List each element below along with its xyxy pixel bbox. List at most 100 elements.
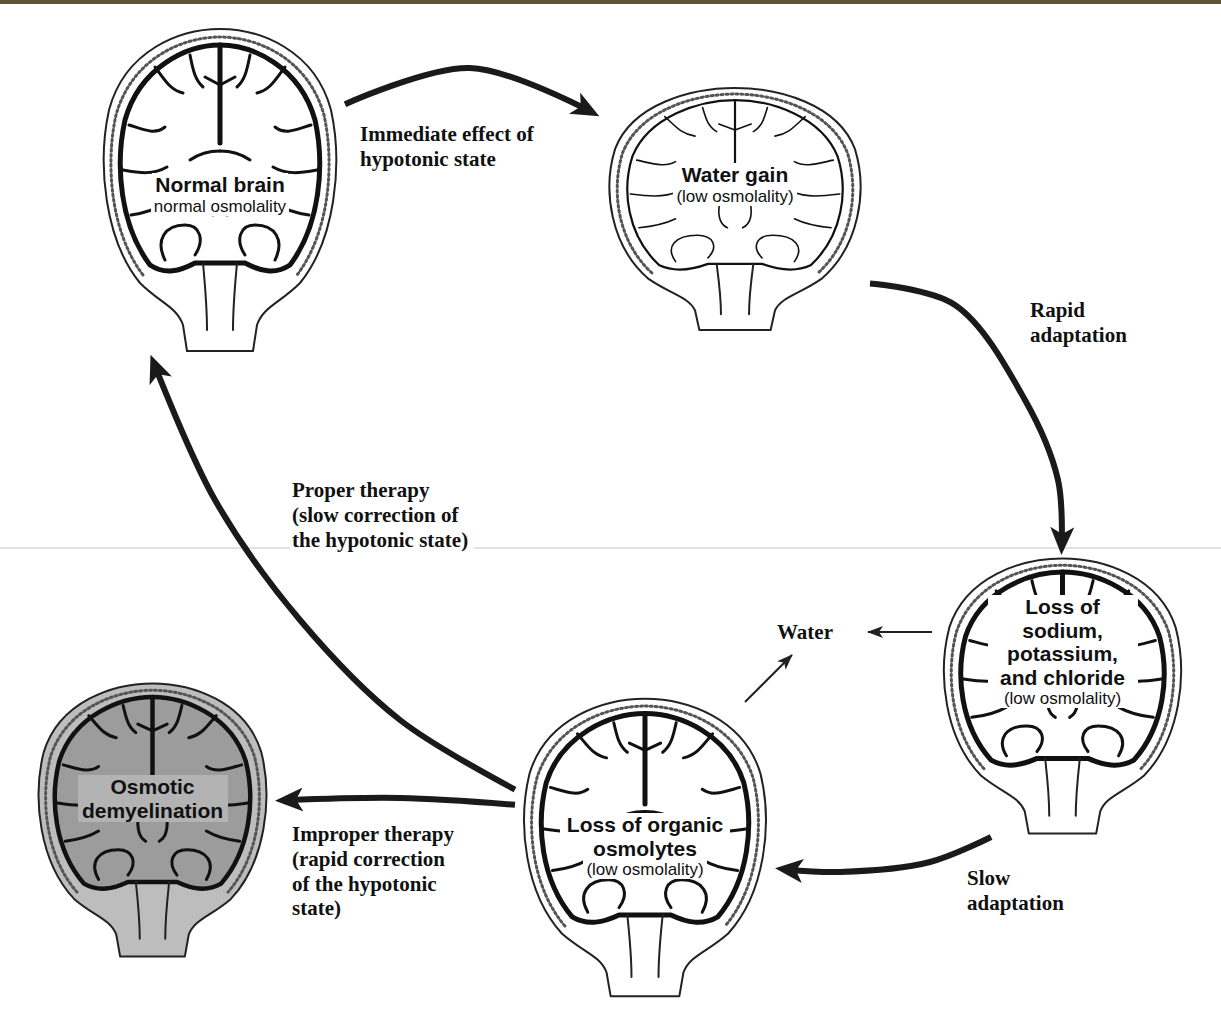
brain-part — [95, 850, 133, 880]
brain-part — [735, 124, 751, 130]
brain-part — [153, 724, 168, 731]
brain-part — [794, 219, 831, 228]
brain-node: Loss of organic osmolytes(low osmolality… — [515, 695, 775, 1000]
brain-part — [220, 77, 235, 85]
brain-half — [735, 108, 840, 315]
node-text-box: Loss of sodium, potassium, and chloride(… — [988, 595, 1138, 708]
brain-part — [1002, 726, 1042, 756]
brain-part — [257, 67, 285, 93]
node-subtext: (low osmolality) — [1001, 689, 1124, 708]
brain-part — [794, 160, 833, 165]
brain-part — [719, 124, 735, 130]
brain-part — [617, 94, 853, 273]
brain-part — [609, 88, 860, 330]
brain-part — [169, 705, 182, 732]
brain-part — [111, 37, 329, 275]
node-heading: Osmotic demyelination — [78, 775, 228, 822]
scan-line — [0, 548, 1221, 549]
brain-part — [645, 743, 661, 750]
brain-part — [702, 787, 739, 793]
brain-part — [944, 558, 1181, 833]
text-row: Normal brain — [120, 173, 320, 197]
brain-part — [63, 765, 98, 770]
brain-part — [65, 831, 98, 841]
node-text-box: Water gain(low osmolality) — [635, 163, 835, 206]
top-bar — [0, 0, 1221, 4]
brain-part — [233, 263, 237, 330]
text-row: (low osmolality) — [635, 187, 835, 206]
brain-part — [129, 125, 165, 131]
node-text-box: Loss of organic osmolytes(low osmolality… — [560, 813, 730, 879]
brain-part — [240, 225, 279, 260]
brain-part — [630, 192, 678, 196]
brain-part — [172, 850, 210, 880]
brain-part — [524, 699, 766, 997]
brain-part — [683, 734, 712, 758]
node-subtext: (low osmolality) — [583, 860, 706, 879]
brain-part — [792, 192, 840, 196]
arrow-connector — [287, 798, 515, 805]
brain-part — [643, 713, 648, 804]
brain-part — [665, 117, 695, 137]
brain-part — [663, 723, 677, 753]
brain-part — [55, 697, 250, 889]
brain-part — [627, 915, 631, 977]
brain-part — [532, 706, 759, 926]
brain-part — [753, 108, 767, 132]
brain-part — [951, 565, 1173, 768]
brain-part — [206, 831, 239, 841]
brain-half — [57, 705, 152, 938]
brain-node: Osmotic demyelination — [30, 680, 275, 960]
text-row: Loss of organic osmolytes — [560, 813, 730, 860]
free-label: Water — [775, 620, 835, 645]
text-row: Loss of sodium, potassium, and chloride — [988, 595, 1138, 689]
text-row: (low osmolality) — [560, 860, 730, 879]
arrow-connector — [345, 68, 589, 111]
brain-part — [237, 55, 250, 87]
brain-part — [639, 219, 676, 228]
brain-part — [1076, 758, 1080, 815]
brain-part — [189, 716, 216, 738]
brain-half — [153, 705, 248, 938]
node-text-box: Osmotic demyelination — [78, 775, 228, 822]
brain-part — [584, 880, 625, 912]
text-row: (low osmolality) — [988, 689, 1138, 708]
arrow-label: Proper therapy (slow correction of the h… — [290, 478, 474, 552]
brain-part — [749, 264, 753, 314]
brain-part — [190, 55, 203, 87]
node-heading: Loss of sodium, potassium, and chloride — [988, 595, 1138, 689]
brain-part — [220, 151, 250, 160]
brain-node: Normal brainnormal osmolality — [95, 25, 345, 355]
brain-part — [150, 697, 155, 780]
brain-part — [972, 707, 1007, 717]
text-row: Osmotic demyelination — [78, 775, 228, 822]
brain-part — [1083, 726, 1123, 756]
brain-part — [138, 724, 153, 731]
brain-part — [550, 787, 587, 793]
brain-part — [577, 734, 606, 758]
brain-part — [703, 108, 717, 132]
brain-part — [89, 716, 116, 738]
text-row: Water gain — [635, 163, 835, 187]
node-subtext: normal osmolality — [151, 197, 289, 216]
brain-part — [136, 882, 140, 939]
arrow-label: Slow adaptation — [965, 866, 1084, 916]
arrow-label: Rapid adaptation — [1028, 298, 1152, 348]
brain-part — [123, 167, 167, 173]
brain-part — [666, 880, 707, 912]
brain-part — [275, 125, 311, 131]
brain-part — [123, 705, 136, 732]
water-arrow — [745, 655, 792, 702]
brain-part — [671, 235, 713, 261]
node-text-box: Normal brainnormal osmolality — [120, 173, 320, 216]
brain-part — [218, 45, 223, 143]
brain-part — [161, 225, 200, 260]
brain-part — [614, 723, 628, 753]
arrow-label: Improper therapy (rapid correction of th… — [290, 822, 459, 921]
brain-part — [1045, 758, 1049, 815]
arrow-connector — [787, 837, 991, 872]
node-heading: Loss of organic osmolytes — [560, 813, 730, 860]
brain-part — [659, 915, 663, 977]
brain-part — [206, 765, 241, 770]
brain-part — [717, 264, 721, 314]
